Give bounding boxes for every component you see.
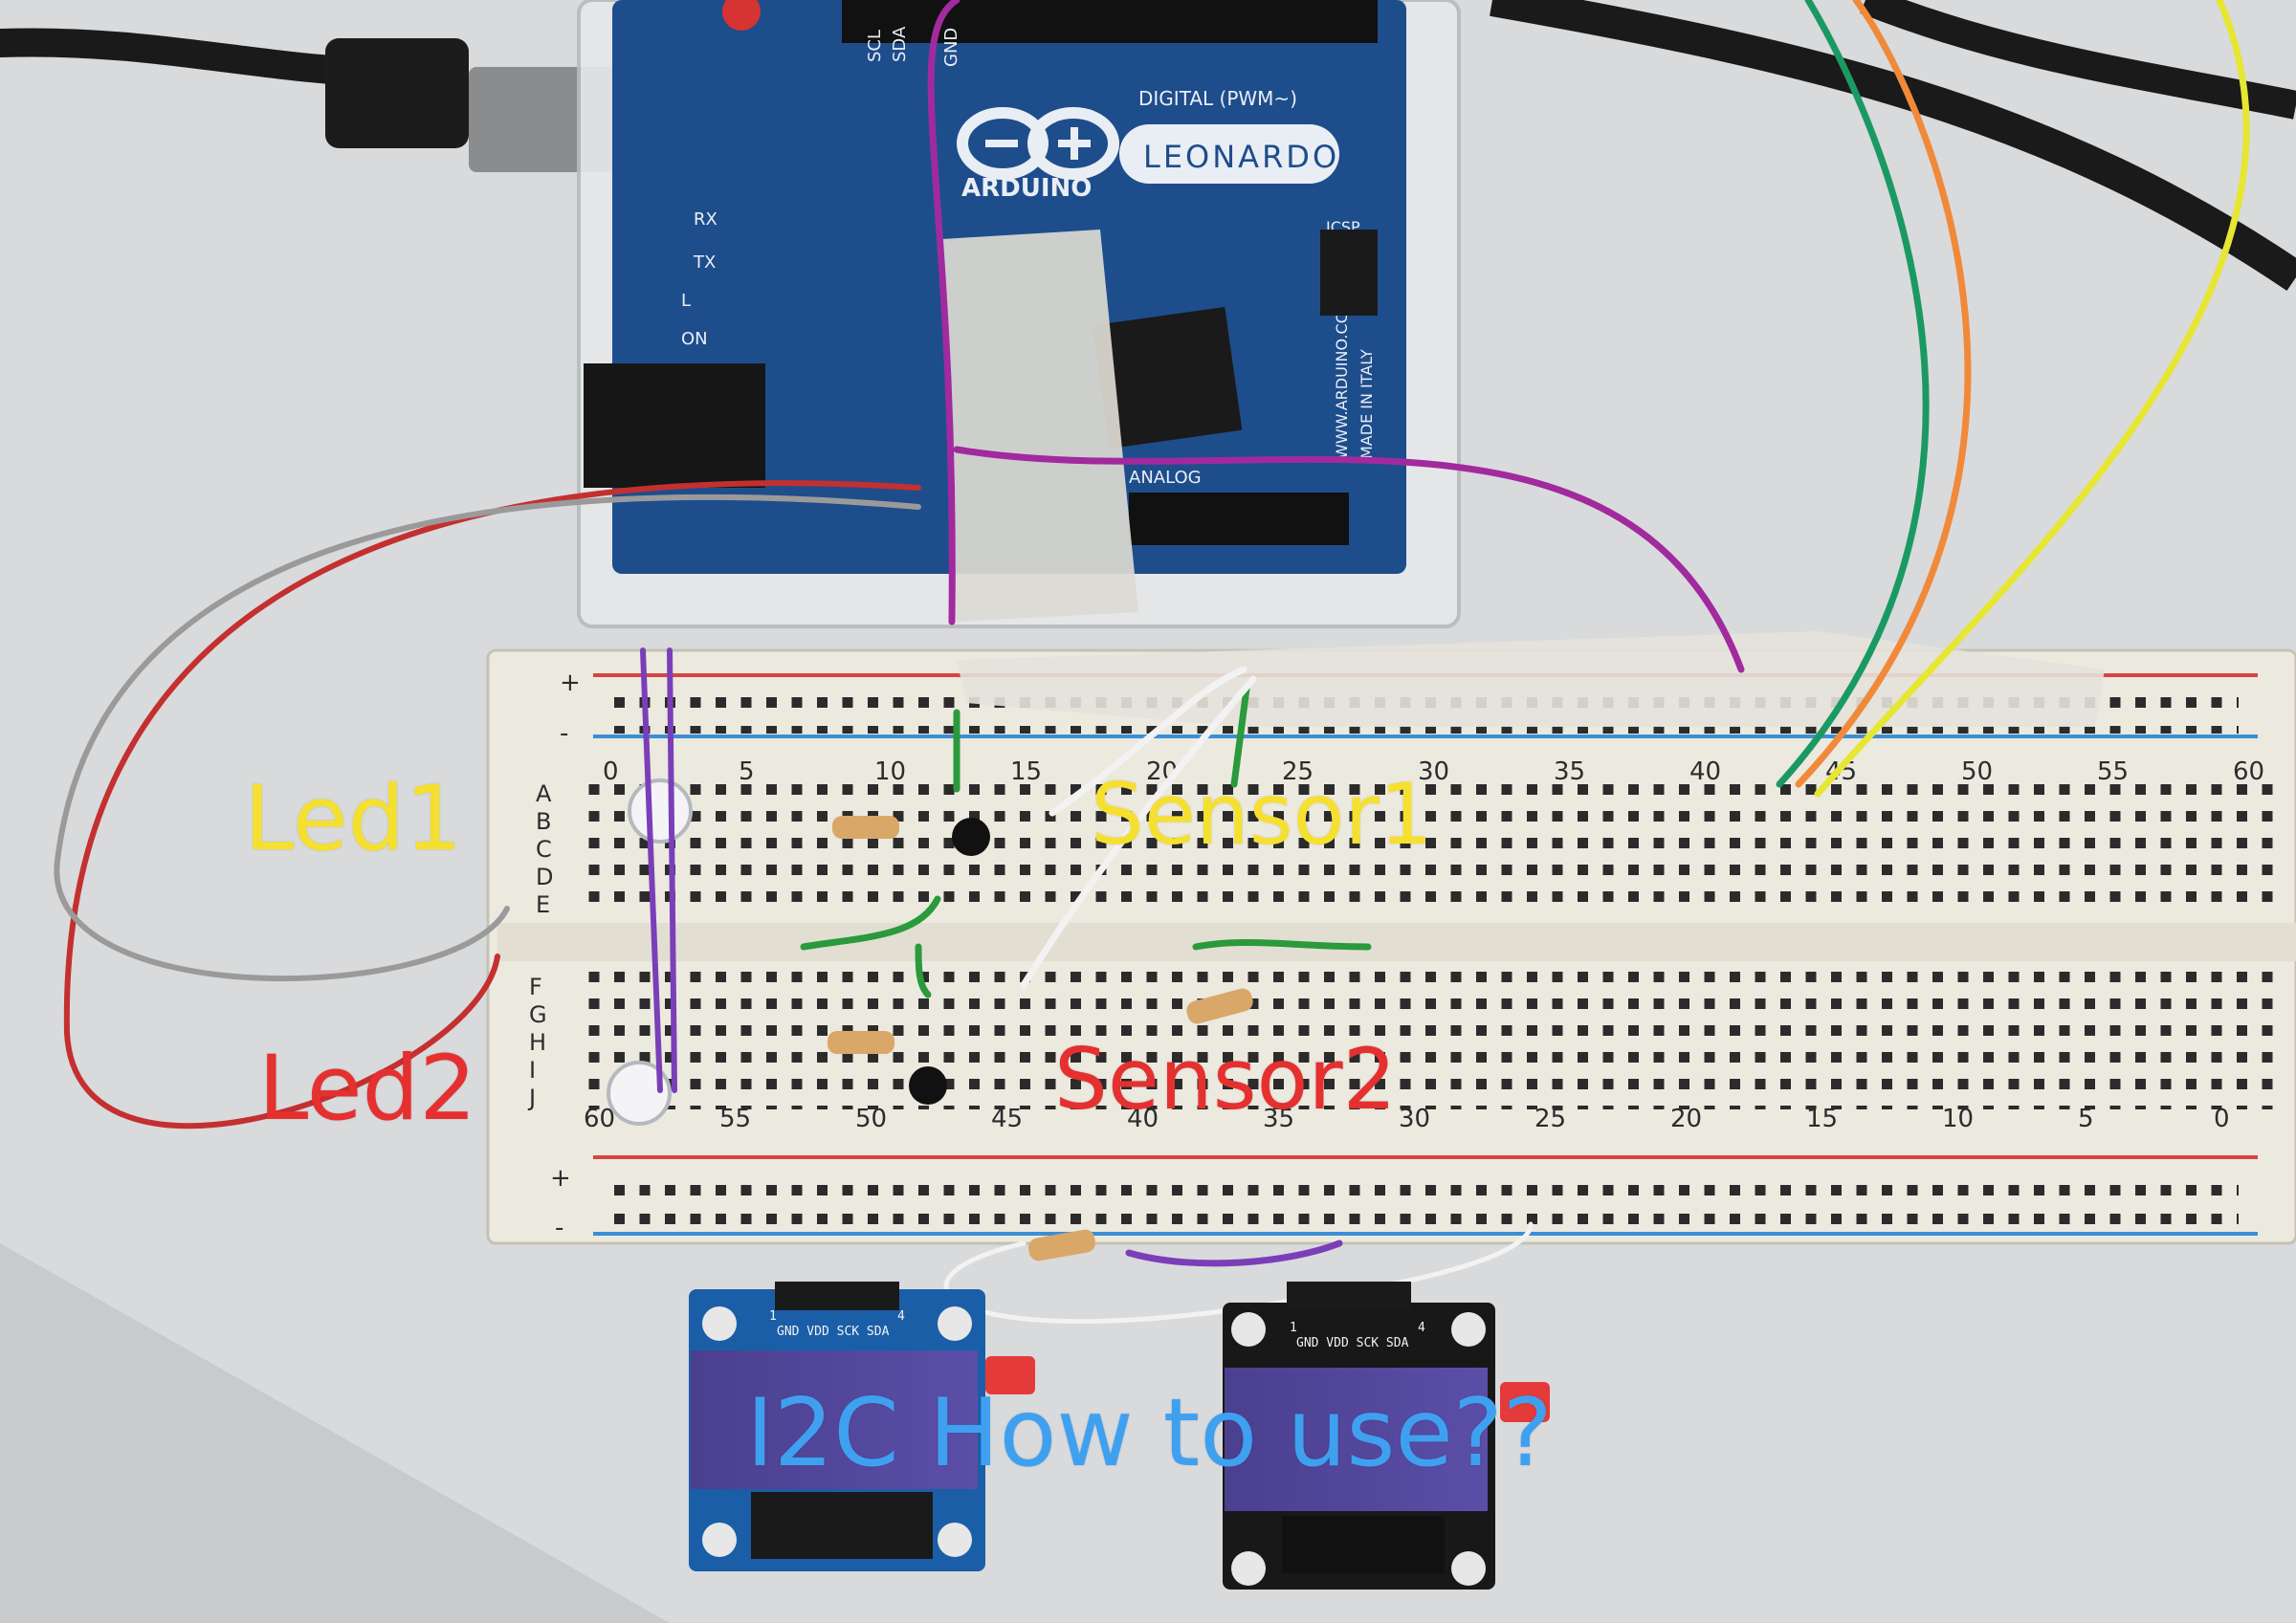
breadboard-row-letter: E <box>536 891 550 918</box>
resistor-2 <box>828 1031 894 1054</box>
label-led1: Led1 <box>244 767 463 871</box>
led-2 <box>607 1061 672 1126</box>
rail-plus-bottom: + <box>550 1164 571 1193</box>
breadboard-col-number: 60 <box>2233 757 2264 786</box>
rail-minus-top: - <box>560 719 568 748</box>
breadboard-col-number: 0 <box>603 757 619 786</box>
rail-minus-bottom: - <box>555 1214 563 1242</box>
breadboard-col-number: 60 <box>584 1105 615 1133</box>
breadboard-col-number: 55 <box>719 1105 751 1133</box>
arduino-pin-sda: SDA <box>890 26 910 62</box>
led-1 <box>628 779 693 844</box>
breadboard-col-number: 20 <box>1670 1105 1702 1133</box>
arduino-led-label-rx: RX <box>694 209 718 230</box>
breadboard-col-number: 35 <box>1554 757 1585 786</box>
arduino-made-in: MADE IN ITALY <box>1358 349 1376 459</box>
oled-2-pins: GND VDD SCK SDA <box>1296 1336 1409 1350</box>
sensor-1-component <box>952 818 990 856</box>
breadboard-col-number: 5 <box>739 757 755 786</box>
breadboard-row-letter: F <box>529 974 542 1000</box>
breadboard-col-number: 30 <box>1399 1105 1430 1133</box>
breadboard-col-number: 45 <box>991 1105 1023 1133</box>
breadboard-row-letter: J <box>527 1085 536 1111</box>
breadboard-col-number: 15 <box>1010 757 1042 786</box>
breadboard-row-letter: B <box>536 808 551 835</box>
arduino-pin-gnd: GND <box>941 28 961 67</box>
breadboard-col-number: 25 <box>1534 1105 1566 1133</box>
breadboard-col-number: 15 <box>1806 1105 1838 1133</box>
oled-module-1: GND VDD SCK SDA 1 4 <box>689 1282 1035 1571</box>
breadboard-row-letter: C <box>536 836 552 863</box>
breadboard-col-number: 5 <box>2078 1105 2094 1133</box>
arduino-brand-text: ARDUINO <box>961 174 1092 203</box>
arduino-board: ARDUINO LEONARDO DIGITAL (PWM~) RX TX L … <box>584 0 1406 622</box>
resistor-1 <box>832 816 899 839</box>
sensor-2-component <box>909 1066 947 1105</box>
arduino-logo <box>957 107 1119 180</box>
arduino-analog-label: ANALOG <box>1129 468 1202 488</box>
arduino-header-label: DIGITAL (PWM~) <box>1138 87 1297 110</box>
breadboard-col-number: 0 <box>2214 1105 2230 1133</box>
oled-2-pin4: 4 <box>1418 1321 1425 1335</box>
arduino-pin-scl: SCL <box>865 30 885 62</box>
breadboard-col-number: 50 <box>855 1105 887 1133</box>
label-sensor2: Sensor2 <box>1054 1030 1397 1129</box>
breadboard-row-letter: H <box>529 1029 546 1056</box>
breadboard-col-number: 55 <box>2097 757 2129 786</box>
breadboard-col-number: 40 <box>1689 757 1721 786</box>
rail-plus-top: + <box>560 669 581 697</box>
breadboard-col-number: 40 <box>1127 1105 1159 1133</box>
arduino-led-label-on: ON <box>681 329 708 349</box>
breadboard-row-letter: D <box>536 864 553 890</box>
resistor-4 <box>1028 1229 1095 1261</box>
jumper-wires <box>54 0 2250 1325</box>
label-led2: Led2 <box>258 1037 477 1141</box>
resistor-3 <box>1186 988 1253 1024</box>
breadboard-row-letter: I <box>529 1057 536 1084</box>
oled-1-pin4: 4 <box>897 1309 905 1324</box>
oled-module-2: GND VDD SCK SDA 1 4 <box>1223 1282 1550 1590</box>
oled-1-pins: GND VDD SCK SDA <box>777 1325 890 1339</box>
arduino-led-label-l: L <box>681 291 691 311</box>
breadboard-row-letter: A <box>536 780 552 807</box>
oled-1-pin1: 1 <box>769 1309 777 1324</box>
arduino-led-label-tx: TX <box>693 252 716 273</box>
breadboard-row-letter: G <box>529 1001 547 1028</box>
oled-2-pin1: 1 <box>1290 1321 1297 1335</box>
breadboard-col-number: 10 <box>874 757 906 786</box>
breadboard-col-number: 50 <box>1961 757 1993 786</box>
breadboard-col-number: 35 <box>1263 1105 1294 1133</box>
breadboard-col-number: 30 <box>1418 757 1449 786</box>
breadboard-col-number: 10 <box>1942 1105 1974 1133</box>
arduino-side-text: WWW.ARDUINO.CC <box>1333 313 1351 459</box>
label-sensor1: Sensor1 <box>1091 765 1433 864</box>
breadboard-col-number: 25 <box>1282 757 1314 786</box>
caption-title: I2C How to use?? <box>746 1379 1553 1488</box>
arduino-model-text: LEONARDO <box>1143 139 1339 175</box>
